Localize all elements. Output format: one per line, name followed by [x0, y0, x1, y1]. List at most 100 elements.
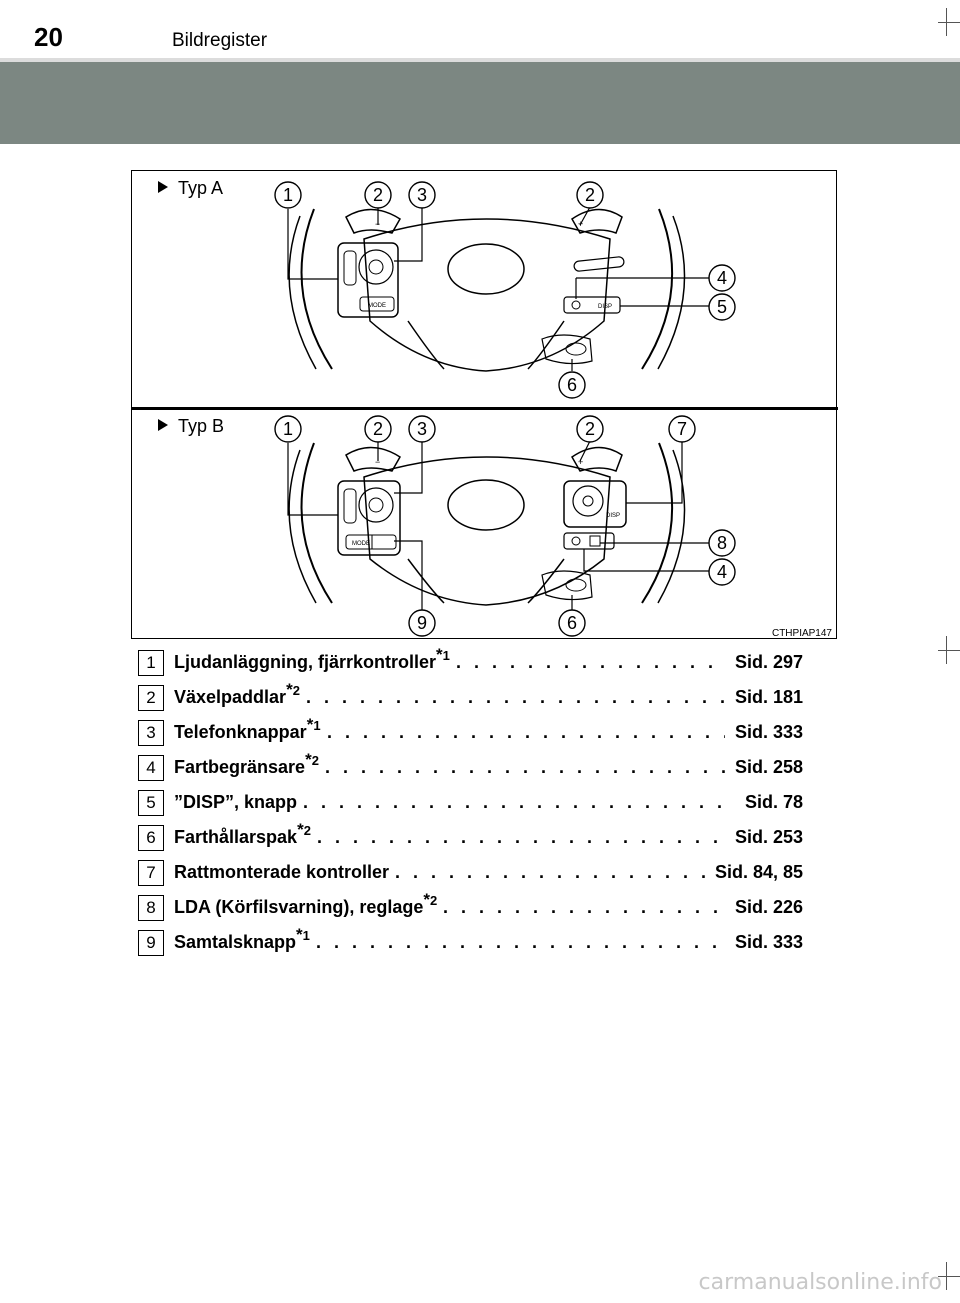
item-number: 2: [138, 685, 164, 711]
item-number: 9: [138, 930, 164, 956]
type-b-diagram: Typ B − + MODE DISP: [158, 415, 832, 639]
svg-text:4: 4: [717, 268, 727, 288]
page-reference[interactable]: Sid. 226: [734, 897, 803, 917]
leader-dots: . . . . . . . . . . . . . . . . . . . . …: [395, 862, 705, 882]
type-a-diagram: Typ A − + MODE: [158, 178, 736, 399]
crop-mark-bottom-right-h: [938, 1276, 960, 1278]
item-label: Ljudanläggning, fjärrkontroller*1: [174, 645, 450, 672]
item-number: 7: [138, 860, 164, 886]
footnote-marker: *1: [296, 925, 310, 944]
watermark: carmanualsonline.info: [698, 1270, 942, 1295]
type-a-callout-6: 6: [558, 371, 586, 399]
svg-text:7: 7: [677, 419, 687, 439]
svg-text:3: 3: [417, 185, 427, 205]
type-a-disp-text: DISP: [598, 304, 612, 310]
section-title: Bildregister: [172, 30, 268, 51]
svg-text:2: 2: [585, 419, 595, 439]
page-reference[interactable]: Sid. 297: [734, 652, 803, 672]
type-a-arrow-icon: [158, 181, 168, 193]
type-b-callout-4: 4: [708, 558, 736, 586]
header-band: [0, 62, 960, 144]
leader-dots: . . . . . . . . . . . . . . . . . . . . …: [316, 932, 725, 952]
item-label: LDA (Körfilsvarning), reglage*2: [174, 890, 438, 917]
item-label: ”DISP”, knapp: [174, 792, 298, 812]
type-b-callout-6: 6: [558, 609, 586, 637]
type-b-callout-8: 8: [708, 529, 736, 557]
leader-dots: . . . . . . . . . . . . . . . . . . . . …: [317, 827, 725, 847]
list-item: 9 Samtalsknapp*1 . . . . . . . . . . . .…: [138, 925, 803, 963]
page-reference[interactable]: Sid. 78: [744, 792, 803, 812]
page-reference[interactable]: Sid. 84, 85: [714, 862, 803, 882]
footnote-marker: *2: [423, 890, 438, 909]
svg-text:4: 4: [717, 562, 727, 582]
footnote-marker: *1: [436, 645, 450, 664]
header-rule: [0, 58, 960, 62]
svg-text:2: 2: [373, 185, 383, 205]
type-a-callout-2b: 2: [576, 181, 604, 209]
svg-text:3: 3: [417, 419, 427, 439]
item-number: 8: [138, 895, 164, 921]
type-b-mode-text: MODE: [352, 541, 370, 547]
svg-text:2: 2: [373, 419, 383, 439]
page-reference[interactable]: Sid. 258: [734, 757, 803, 777]
type-b-callout-9: 9: [408, 609, 436, 637]
item-label: Samtalsknapp*1: [174, 925, 310, 952]
list-item: 8 LDA (Körfilsvarning), reglage*2 . . . …: [138, 890, 803, 928]
svg-text:8: 8: [717, 533, 727, 553]
type-b-arrow-icon: [158, 419, 168, 431]
item-label: Farthållarspak*2: [174, 820, 311, 847]
footnote-marker: *2: [305, 750, 319, 769]
svg-text:1: 1: [283, 185, 293, 205]
list-item: 2 Växelpaddlar*2 . . . . . . . . . . . .…: [138, 680, 803, 718]
svg-text:1: 1: [283, 419, 293, 439]
type-a-label: Typ A: [178, 178, 223, 198]
type-a-callout-1: 1: [274, 181, 302, 209]
type-b-callout-1: 1: [274, 415, 302, 443]
item-number: 5: [138, 790, 164, 816]
page-reference[interactable]: Sid. 333: [734, 932, 803, 952]
list-item: 7 Rattmonterade kontroller . . . . . . .…: [138, 858, 803, 893]
footnote-marker: *2: [297, 820, 311, 839]
leader-dots: . . . . . . . . . . . . . . . . . . . . …: [325, 757, 725, 777]
list-item: 1 Ljudanläggning, fjärrkontroller*1 . . …: [138, 645, 803, 683]
item-label: Rattmonterade kontroller: [174, 862, 390, 882]
list-item: 5 ”DISP”, knapp . . . . . . . . . . . . …: [138, 788, 803, 823]
svg-text:9: 9: [417, 613, 427, 633]
steering-wheel-figure: Typ A − + MODE: [131, 170, 838, 639]
svg-text:6: 6: [567, 375, 577, 395]
leader-dots: . . . . . . . . . . . . . . . . . . . . …: [327, 722, 725, 742]
item-number: 4: [138, 755, 164, 781]
leader-dots: . . . . . . . . . . . . . . . . . . . . …: [303, 792, 735, 812]
item-label: Telefonknappar*1: [174, 715, 321, 742]
figure-separator: [132, 407, 838, 410]
figure-code: CTHPIAP147: [772, 628, 832, 639]
svg-text:6: 6: [567, 613, 577, 633]
type-b-callout-7: 7: [668, 415, 696, 443]
leader-dots: . . . . . . . . . . . . . . . . . . .: [456, 652, 725, 672]
type-a-callout-3: 3: [408, 181, 436, 209]
type-a-callout-4: 4: [708, 264, 736, 292]
page-reference[interactable]: Sid. 181: [734, 687, 803, 707]
type-a-callout-5: 5: [708, 293, 736, 321]
item-number: 1: [138, 650, 164, 676]
footnote-marker: *2: [286, 680, 300, 699]
type-b-callout-2b: 2: [576, 415, 604, 443]
item-list: 1 Ljudanläggning, fjärrkontroller*1 . . …: [138, 645, 803, 963]
type-a-callout-2: 2: [364, 181, 392, 209]
crop-mark-mid-right-h: [938, 650, 960, 652]
page-reference[interactable]: Sid. 253: [734, 827, 803, 847]
leader-dots: . . . . . . . . . . . . . . . . . . . . …: [306, 687, 725, 707]
footnote-marker: *1: [306, 715, 321, 734]
item-number: 3: [138, 720, 164, 746]
item-label: Fartbegränsare*2: [174, 750, 319, 777]
crop-mark-top-right-h: [938, 22, 960, 24]
type-b-disp-text: DISP: [606, 513, 620, 519]
item-label: Växelpaddlar*2: [174, 680, 300, 707]
list-item: 3 Telefonknappar*1 . . . . . . . . . . .…: [138, 715, 803, 753]
page-reference[interactable]: Sid. 333: [734, 722, 803, 742]
type-b-callout-3: 3: [408, 415, 436, 443]
leader-dots: . . . . . . . . . . . . . . . . . . . .: [443, 897, 725, 917]
item-number: 6: [138, 825, 164, 851]
type-b-label: Typ B: [178, 416, 224, 436]
list-item: 4 Fartbegränsare*2 . . . . . . . . . . .…: [138, 750, 803, 788]
